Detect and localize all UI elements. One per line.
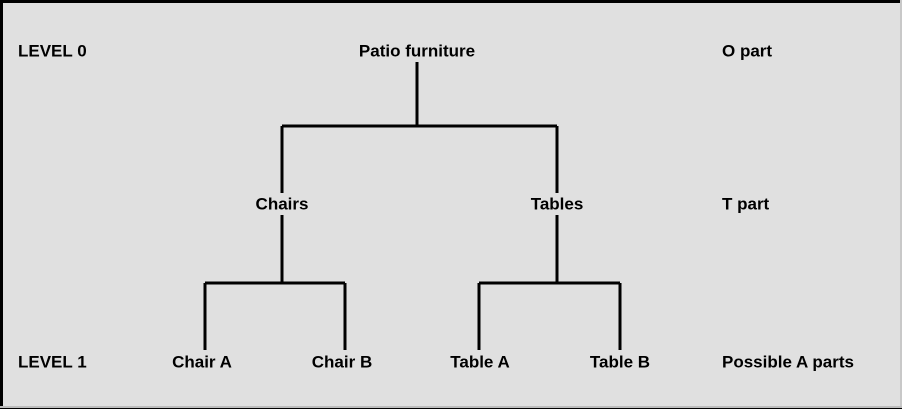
level-label-1: LEVEL 1 [18, 352, 87, 372]
node-chair-a: Chair A [172, 352, 232, 372]
frame-border-top [0, 0, 902, 3]
node-table-b: Table B [589, 352, 651, 372]
node-chairs: Chairs [255, 194, 309, 214]
node-table-a: Table A [450, 352, 510, 372]
frame-border-bottom [0, 406, 902, 409]
part-class-label-t: T part [722, 194, 770, 214]
node-tables: Tables [530, 194, 584, 214]
part-class-label-o: O part [722, 41, 773, 61]
frame-border-right [900, 0, 902, 409]
level-label-0: LEVEL 0 [18, 41, 87, 61]
node-chair-b: Chair B [311, 352, 373, 372]
node-patio-furniture: Patio furniture [358, 41, 476, 61]
part-class-label-a: Possible A parts [722, 352, 854, 372]
frame-border-left [0, 0, 3, 409]
